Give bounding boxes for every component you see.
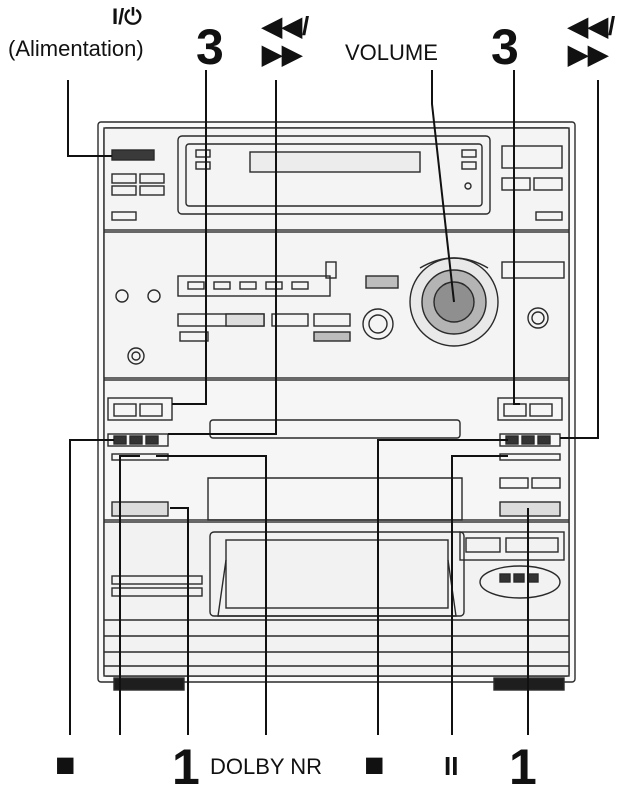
dolby-nr-label: DOLBY NR	[210, 754, 323, 779]
pause-label: II	[444, 751, 459, 781]
step-3-left-label: 3	[196, 19, 224, 75]
unit-feet	[113, 677, 565, 691]
volume-label: VOLUME	[345, 40, 438, 65]
callout-dolby-left	[119, 455, 140, 735]
amplifier-section	[103, 231, 570, 379]
callout-3-left	[172, 70, 207, 405]
cassette-deck-section	[103, 379, 570, 521]
callout-lines	[67, 70, 599, 735]
callout-1-left	[170, 507, 189, 735]
callout-pause	[451, 455, 508, 735]
unit-body	[97, 121, 576, 683]
callout-ff-left	[168, 80, 277, 435]
callout-3-right	[513, 70, 520, 405]
callout-power	[67, 80, 112, 157]
callout-volume	[431, 70, 455, 303]
callout-stop-right	[377, 439, 508, 735]
rewind-ff-right-label: ◀◀/ ▶▶	[568, 11, 616, 69]
step-3-right-label: 3	[491, 19, 519, 75]
stop-left-label: ■	[55, 746, 75, 784]
callout-ff-right	[560, 80, 599, 439]
tuner-section	[103, 127, 570, 231]
power-symbol-label: I/⏻	[112, 4, 142, 29]
step-1-left-label: 1	[172, 739, 200, 795]
stop-right-label: ■	[364, 746, 384, 784]
rewind-ff-left-label: ◀◀/ ▶▶	[262, 11, 310, 69]
lower-section	[103, 521, 570, 677]
step-1-right-label: 1	[509, 739, 537, 795]
callout-stop-left	[69, 439, 114, 735]
power-caption-label: (Alimentation)	[8, 36, 144, 61]
callout-dolby-nr	[156, 455, 267, 735]
